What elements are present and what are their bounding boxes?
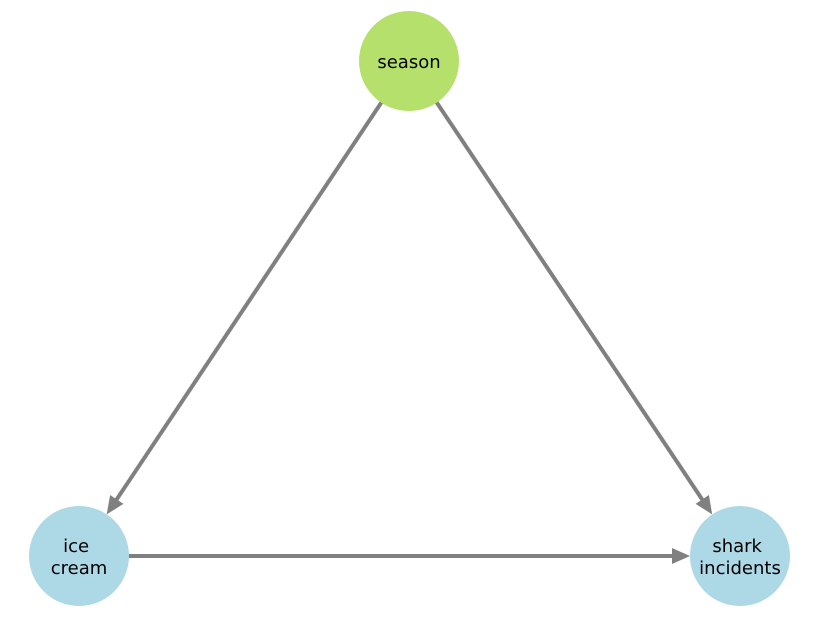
node-ice-cream-label-line-1: ice [63, 536, 89, 557]
arrowhead-season-to-ice-cream [106, 495, 124, 515]
node-ice-cream-label: ice cream [51, 536, 108, 579]
node-season-label-line-1: season [377, 52, 440, 73]
node-shark-incidents: shark incidents [690, 506, 790, 606]
arrowhead-season-to-shark-incidents [695, 495, 713, 515]
node-season-circle [359, 11, 459, 111]
edges [106, 100, 713, 564]
node-ice-cream-label-line-2: cream [51, 558, 108, 579]
edge-season-to-shark-incidents [434, 100, 705, 502]
node-shark-incidents-label-line-1: shark [712, 536, 762, 557]
node-shark-incidents-label: shark incidents [699, 536, 781, 579]
node-season-label: season [377, 52, 440, 73]
node-ice-cream: ice cream [29, 506, 129, 606]
node-shark-incidents-circle [690, 506, 790, 606]
node-ice-cream-circle [29, 506, 129, 606]
edge-season-to-ice-cream [114, 100, 384, 502]
node-shark-incidents-label-line-2: incidents [699, 558, 781, 579]
arrowhead-ice-cream-to-shark-incidents [672, 548, 690, 564]
node-season: season [359, 11, 459, 111]
nodes: season ice cream shark incidents [29, 11, 790, 606]
